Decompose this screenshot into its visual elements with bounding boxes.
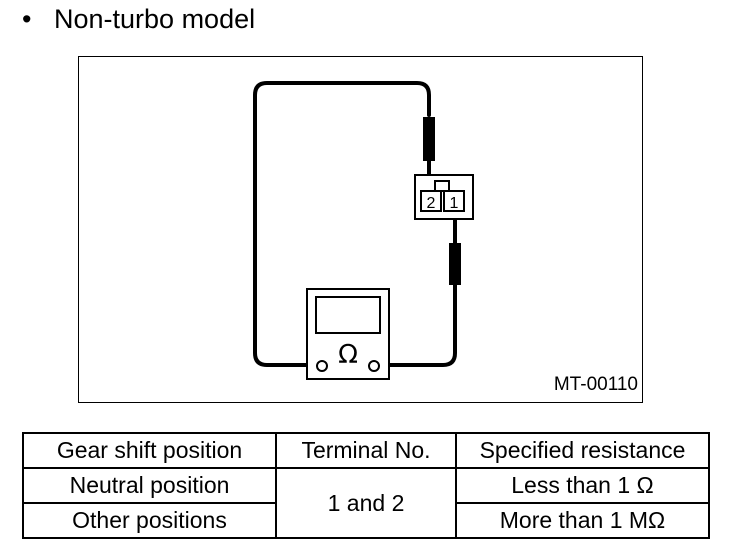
meter-terminal-right <box>368 360 380 372</box>
heading-text: Non-turbo model <box>54 4 256 34</box>
bullet-icon: • <box>22 4 32 34</box>
meter-display <box>315 296 381 334</box>
connector-pin-label: 2 <box>427 195 436 212</box>
connector-pin-1-cell <box>443 190 465 212</box>
wire-terminal-2 <box>253 81 431 367</box>
column-header: Gear shift position <box>22 432 277 469</box>
table-row: Other positions More than 1 MΩ <box>22 502 710 539</box>
table-row: Neutral position 1 and 2 Less than 1 Ω <box>22 467 710 539</box>
meter-terminal-left <box>316 360 328 372</box>
gear-position-cell: Neutral position <box>22 467 277 504</box>
terminal-cell: 1 and 2 <box>275 467 457 539</box>
section-heading: • Non-turbo model <box>22 2 255 36</box>
wire-terminal-1 <box>377 283 457 367</box>
table-header-row: Gear shift position Terminal No. Specifi… <box>22 432 710 469</box>
connector-pin-2-cell <box>420 190 442 212</box>
connector: 2 1 <box>414 174 474 220</box>
connector-latch <box>434 180 450 192</box>
connector-pin-label: 1 <box>450 195 459 212</box>
column-header: Terminal No. <box>275 432 457 469</box>
wiring-diagram: 2 1 Ω <box>253 81 474 380</box>
resistance-cell: Less than 1 Ω <box>455 467 710 504</box>
probe-upper <box>423 117 435 161</box>
column-header: Specified resistance <box>455 432 710 469</box>
ohm-symbol-icon: Ω <box>338 340 358 370</box>
resistance-cell: More than 1 MΩ <box>455 502 710 539</box>
wiring-diagram-figure: 2 1 Ω MT-00110 <box>78 56 643 403</box>
ohmmeter: Ω <box>306 288 390 380</box>
probe-lower <box>449 243 461 285</box>
gear-position-cell: Other positions <box>22 502 277 539</box>
resistance-spec-table: Gear shift position Terminal No. Specifi… <box>22 432 710 539</box>
figure-id: MT-00110 <box>553 374 638 395</box>
